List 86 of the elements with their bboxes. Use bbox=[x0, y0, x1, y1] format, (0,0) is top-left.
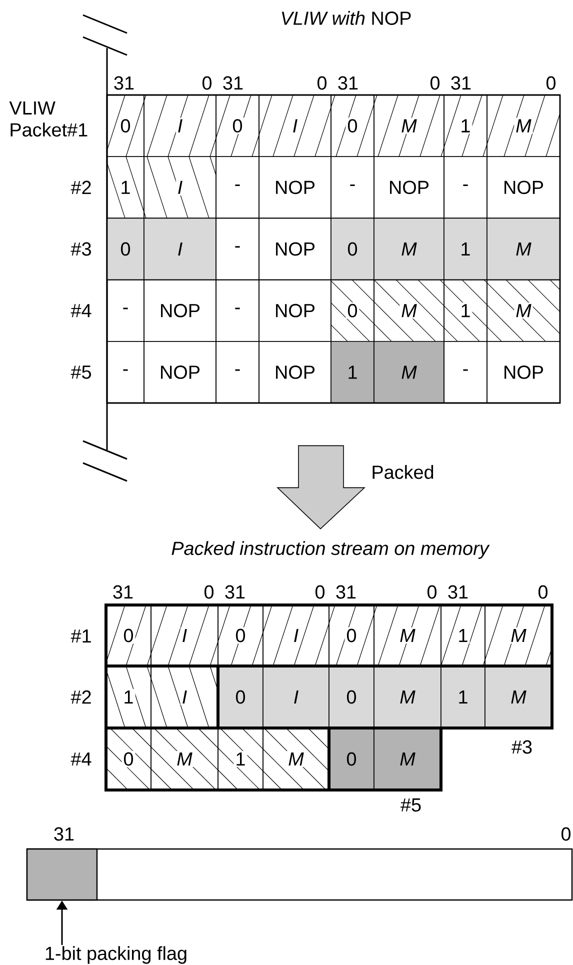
table-cell: M bbox=[374, 666, 442, 728]
bit-number: 0 bbox=[315, 585, 325, 599]
bit-number: 0 bbox=[317, 76, 327, 90]
table-cell: 0 bbox=[328, 666, 374, 728]
table-cell: M bbox=[484, 666, 552, 728]
table-cell: 0 bbox=[330, 94, 374, 158]
table-cell: - bbox=[106, 279, 144, 342]
table-cell: 0 bbox=[328, 728, 374, 790]
table-cell: 1 bbox=[106, 666, 152, 728]
table-cell: NOP bbox=[486, 341, 560, 404]
table-cell: - bbox=[216, 341, 260, 404]
table-cell: M bbox=[484, 604, 552, 666]
table-cell: NOP bbox=[144, 279, 216, 342]
bit-number: 0 bbox=[202, 76, 212, 90]
table-cell: 0 bbox=[106, 218, 144, 280]
table-cell: 1 bbox=[444, 94, 488, 158]
table-cell: 1 bbox=[444, 279, 488, 342]
table-cell: 1 bbox=[218, 728, 264, 790]
flag-bit-cell bbox=[26, 848, 98, 901]
table-cell: M bbox=[486, 94, 560, 158]
table-cell: M bbox=[262, 728, 330, 790]
table-cell: I bbox=[262, 666, 330, 728]
bit-number: 31 bbox=[54, 827, 74, 841]
table-cell: - bbox=[216, 218, 260, 280]
edge-label: Packed bbox=[372, 465, 434, 479]
table-cell: 0 bbox=[106, 94, 144, 158]
table-cell: NOP bbox=[258, 156, 332, 219]
row-label: #3 bbox=[70, 242, 91, 256]
row-label: #3 bbox=[512, 740, 532, 754]
row-label: #1 bbox=[70, 630, 91, 643]
bit-number: 0 bbox=[430, 76, 440, 90]
table-cell: I bbox=[144, 94, 216, 158]
row-label: #2 bbox=[70, 690, 91, 704]
table-cell: - bbox=[216, 156, 260, 219]
bit-number: 31 bbox=[336, 585, 356, 599]
row-label: #5 bbox=[400, 798, 421, 812]
node-label: VLIW with NOP bbox=[282, 11, 411, 25]
table-cell: 0 bbox=[330, 218, 374, 280]
block-arrow bbox=[276, 445, 366, 530]
bit-number: 0 bbox=[561, 827, 571, 841]
row-label: #2 bbox=[70, 180, 91, 194]
table-cell: M bbox=[374, 218, 444, 280]
bit-number: 0 bbox=[204, 585, 214, 599]
table-cell: I bbox=[150, 666, 218, 728]
table-cell: - bbox=[444, 341, 488, 404]
table-cell: M bbox=[374, 728, 442, 790]
bit-number: 31 bbox=[113, 585, 133, 599]
table-cell: 0 bbox=[218, 666, 264, 728]
table-cell: I bbox=[258, 94, 332, 158]
table-cell: 0 bbox=[106, 728, 152, 790]
table-cell: I bbox=[150, 604, 218, 666]
bit-number: 31 bbox=[223, 76, 243, 90]
node-label: Packed instruction stream on memory bbox=[172, 541, 490, 559]
bit-number: 31 bbox=[338, 76, 358, 90]
row-label: #4 bbox=[70, 304, 92, 318]
table-cell: 1 bbox=[440, 604, 486, 666]
table-cell: 0 bbox=[216, 94, 260, 158]
table-cell: NOP bbox=[258, 279, 332, 342]
table-cell: M bbox=[374, 341, 444, 404]
row-label: VLIW Packet#1 bbox=[9, 101, 88, 137]
row-label: #5 bbox=[70, 366, 91, 379]
bit-number: 0 bbox=[538, 585, 548, 599]
bit-number: 31 bbox=[114, 76, 134, 90]
bit-number: 31 bbox=[225, 585, 245, 599]
table-cell: M bbox=[374, 94, 444, 158]
note-text: 1-bit packing flag bbox=[46, 946, 186, 964]
table-cell: M bbox=[486, 218, 560, 280]
table-cell: 0 bbox=[218, 604, 264, 666]
table-cell: - bbox=[216, 279, 260, 342]
bit-number: 31 bbox=[448, 585, 468, 599]
table-cell: 0 bbox=[106, 604, 152, 666]
table-cell: 1 bbox=[440, 666, 486, 728]
table-cell: NOP bbox=[144, 341, 216, 404]
table-cell: 1 bbox=[106, 156, 144, 219]
table-cell: I bbox=[144, 218, 216, 280]
bit-number: 0 bbox=[427, 585, 437, 599]
table-cell: M bbox=[486, 279, 560, 342]
table-cell: - bbox=[106, 341, 144, 404]
table-cell: 0 bbox=[328, 604, 374, 666]
table-cell: 1 bbox=[330, 341, 374, 404]
table-cell: I bbox=[262, 604, 330, 666]
bit-number: 31 bbox=[451, 76, 471, 90]
table-cell: M bbox=[374, 604, 442, 666]
table-cell: M bbox=[150, 728, 218, 790]
row-label: #4 bbox=[70, 752, 92, 766]
table-cell: 1 bbox=[444, 218, 488, 280]
